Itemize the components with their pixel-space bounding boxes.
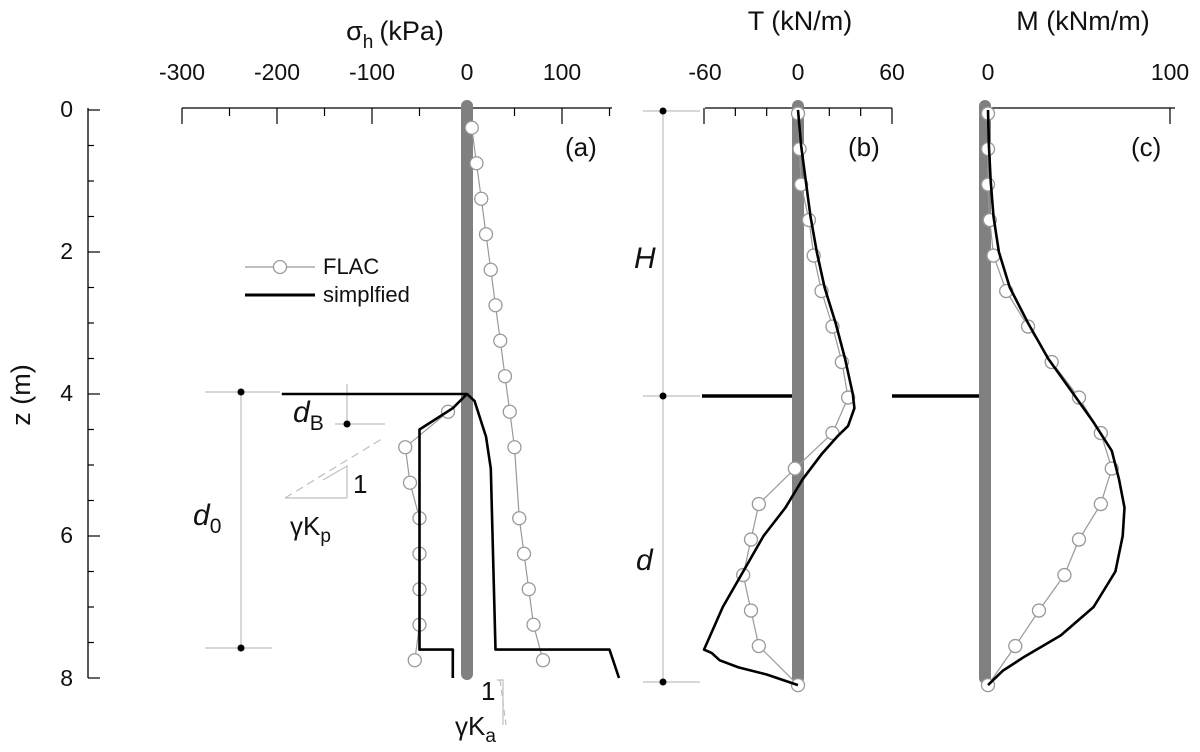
slope-one-a: 1 <box>481 676 495 706</box>
panel-c-x-tick-label-100: 100 <box>1151 59 1189 85</box>
flac-point <box>535 653 551 668</box>
slope-one-p: 1 <box>353 469 367 499</box>
flac-point <box>521 582 536 597</box>
panel-a-x-tick-label-m100: -100 <box>349 59 395 85</box>
flac-point <box>507 440 522 455</box>
panel-b-series <box>702 106 856 693</box>
flac-point <box>751 496 766 512</box>
y-tick-label-6: 6 <box>60 522 73 548</box>
flac-point <box>464 120 479 135</box>
panel-a: σh(kPa) -300 -200 -100 0 100 (a) d0 dB 1… <box>159 16 621 747</box>
panel-a-x-ticks <box>181 108 611 124</box>
simplified-series-line <box>466 393 621 679</box>
panel-a-title: σh(kPa) <box>346 16 444 53</box>
panel-a-series <box>281 120 621 679</box>
y-axis: z (m) 0 2 4 6 8 <box>6 96 100 691</box>
panel-b-x-tick-label-60: 60 <box>879 59 905 85</box>
flac-point <box>469 156 484 171</box>
flac-point <box>743 603 759 618</box>
flac-point <box>483 262 498 277</box>
flac-point <box>502 404 517 419</box>
y-tick-label-8: 8 <box>60 665 73 691</box>
flac-point <box>512 511 527 526</box>
y-tick-label-2: 2 <box>60 238 73 264</box>
flac-series-line <box>471 127 544 661</box>
panel-a-x-tick-label-m300: -300 <box>159 59 205 85</box>
y-tick-label-4: 4 <box>60 380 73 406</box>
h-bottom-dot <box>659 392 667 400</box>
h-label: H <box>634 242 656 275</box>
gamma-kp-label: γKp <box>290 511 331 547</box>
h-top-dot <box>659 107 667 115</box>
flac-point <box>1008 638 1023 654</box>
flac-point <box>497 369 513 384</box>
panel-a-x-tick-label-m200: -200 <box>254 59 300 85</box>
legend-flac-marker <box>272 259 288 275</box>
simplified-series-line <box>281 392 469 678</box>
legend: FLAC simplfied <box>245 254 410 307</box>
panel-b-x-tick-label-m60: -60 <box>688 59 721 85</box>
y-ticks <box>88 109 100 679</box>
flac-point <box>1071 532 1087 547</box>
legend-simplified-label: simplfied <box>323 282 410 307</box>
legend-flac-label: FLAC <box>323 254 379 279</box>
flac-point <box>407 653 422 668</box>
panel-c-series <box>980 106 1126 693</box>
panel-b-x-tick-label-0: 0 <box>792 59 805 85</box>
panel-a-x-tick-label-100: 100 <box>543 59 581 85</box>
gamma-ka-label: γKa <box>455 711 496 747</box>
simplified-series-line <box>702 109 856 687</box>
flac-point <box>840 390 856 405</box>
flac-point <box>402 475 418 490</box>
panel-a-wall <box>461 100 473 680</box>
panel-c-label: (c) <box>1131 132 1161 162</box>
simplified-series-line <box>986 109 1126 687</box>
flac-point <box>751 638 766 654</box>
flac-point <box>1057 567 1072 583</box>
flac-point <box>526 617 541 632</box>
flac-point <box>801 212 817 228</box>
flac-point <box>1093 496 1108 512</box>
d0-bottom-dot <box>237 644 245 652</box>
panel-c-x-tick-label-0: 0 <box>982 59 995 85</box>
flac-point <box>474 191 489 206</box>
flac-point <box>743 532 759 547</box>
panel-b-label: (b) <box>848 132 880 162</box>
flac-point <box>1031 603 1047 618</box>
panel-b-wall <box>792 100 804 684</box>
flac-point <box>488 298 503 313</box>
panel-b: T (kN/m) -60 0 60 (b) H d <box>634 6 905 693</box>
d-label: d <box>636 544 654 577</box>
flac-point <box>493 333 508 348</box>
flac-series-line <box>987 113 1113 686</box>
panel-a-label: (a) <box>565 132 597 162</box>
flac-point <box>516 546 532 561</box>
y-axis-title: z (m) <box>6 364 36 425</box>
panel-a-x-tick-label-0: 0 <box>461 59 474 85</box>
flac-point <box>1071 390 1087 405</box>
flac-point <box>793 177 809 192</box>
d-bottom-dot <box>659 678 667 686</box>
y-tick-label-0: 0 <box>60 96 73 122</box>
d0-top-dot <box>237 388 245 396</box>
panel-c-wall <box>979 100 991 684</box>
dB-dot <box>343 420 351 428</box>
d0-label: d0 <box>193 499 221 538</box>
panel-c-title: M (kNm/m) <box>1016 6 1149 36</box>
dB-label: dB <box>293 396 324 435</box>
flac-point <box>787 461 803 476</box>
flac-point <box>398 440 413 455</box>
flac-point <box>478 227 494 242</box>
panel-b-title: T (kN/m) <box>748 6 852 36</box>
panel-c-x-ticks <box>987 108 1171 124</box>
panel-c: M (kNm/m) 0 100 (c) <box>892 6 1189 693</box>
flac-point <box>792 141 807 157</box>
